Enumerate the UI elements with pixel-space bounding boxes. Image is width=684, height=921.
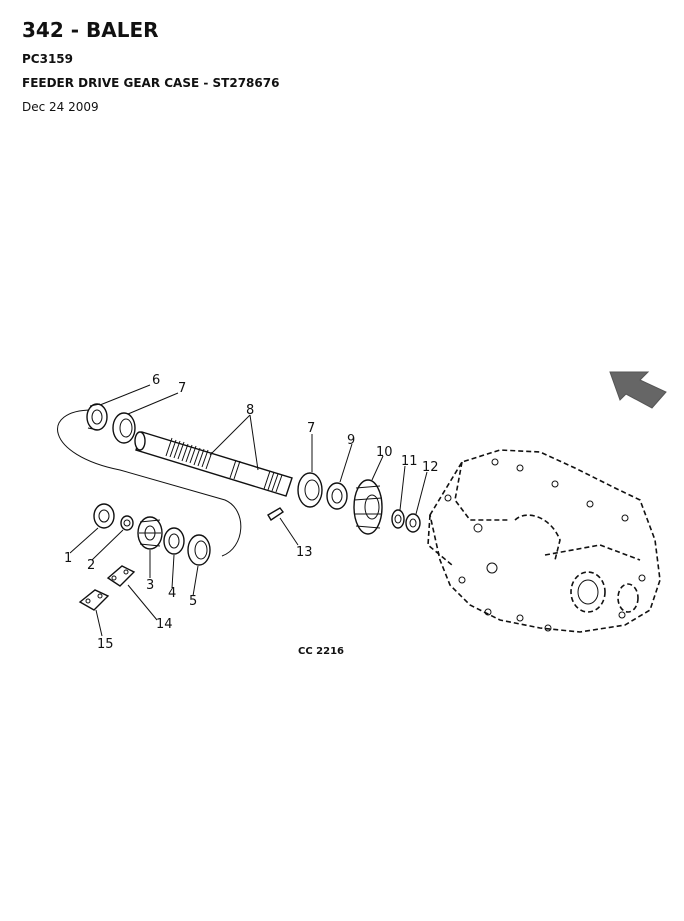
figure-code: CC 2216 [298,646,344,657]
callout-8: 8 [246,403,254,418]
page-title: 342 - BALER [22,18,159,42]
callout-9: 9 [347,433,355,448]
part-2-washer [120,515,134,531]
callout-15: 15 [97,637,114,652]
leader-lines [69,384,428,637]
revision-date: Dec 24 2009 [22,100,99,114]
callout-4: 4 [168,586,176,601]
part-3-sprocket [137,516,163,550]
callout-10: 10 [376,445,393,460]
callout-7-right: 7 [307,421,315,436]
part-1-bushing [93,503,115,529]
callout-6: 6 [152,373,160,388]
part-7-bearing-cup-right [297,472,323,508]
callout-7: 7 [178,381,186,396]
part-10-bevel-gear [353,479,383,535]
direction-arrow-icon [609,371,667,409]
callout-2: 2 [87,558,95,573]
part-14-chain [106,565,136,587]
part-6-bearing-cone [86,403,108,431]
callout-5: 5 [189,594,197,609]
callout-1: 1 [64,551,72,566]
section-title: FEEDER DRIVE GEAR CASE - ST278676 [22,76,280,90]
part-15-connector-link [78,589,110,611]
callout-13: 13 [296,545,313,560]
callout-3: 3 [146,578,154,593]
part-13-key [267,507,285,521]
assembly-loop [57,409,242,557]
main-shaft [134,431,293,497]
gear-case-housing [427,449,661,633]
callout-11: 11 [401,454,418,469]
part-5-bearing-cup [187,534,211,566]
part-12-nut [405,513,421,533]
part-11-spacer [391,509,405,529]
callout-12: 12 [422,460,439,475]
part-catalog-number: PC3159 [22,52,73,66]
part-4-bearing [163,527,185,555]
part-9-bearing-cone [326,482,348,510]
part-7-bearing-cup [112,412,136,444]
callout-14: 14 [156,617,173,632]
